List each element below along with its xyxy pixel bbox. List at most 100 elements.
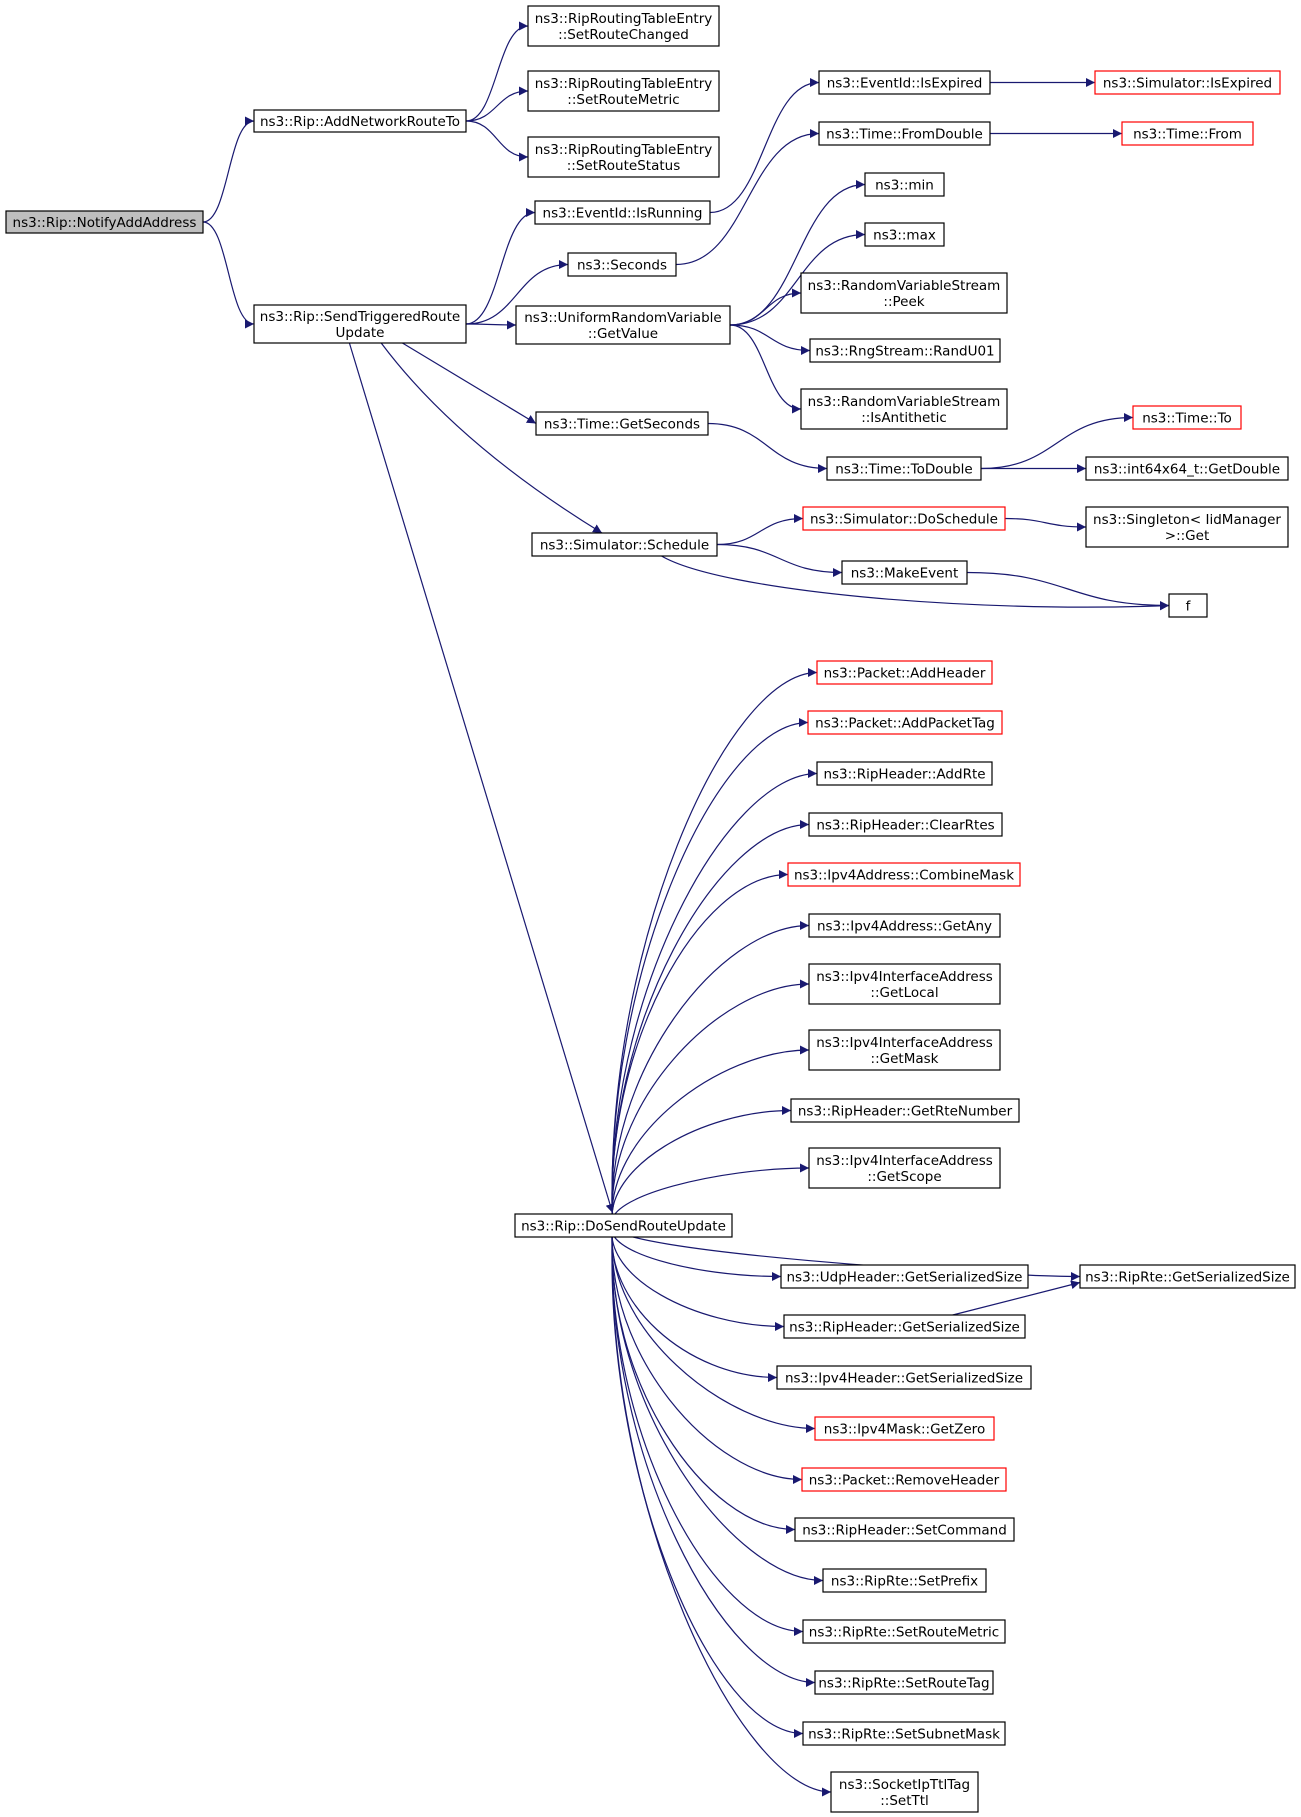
node-label: ::Peek	[883, 294, 924, 310]
edge-schedule-to-do-schedule	[716, 514, 804, 546]
node-label: ns3::RandomVariableStream	[808, 278, 1001, 294]
node-box	[253, 109, 467, 133]
edge-schedule-to-f	[661, 555, 1170, 611]
edge-is-running-to-is-expired	[709, 78, 820, 214]
node-box	[818, 70, 991, 95]
node-label: ns3::RipHeader::GetRteNumber	[798, 1104, 1013, 1120]
edge-do-send-to-set-route-tag	[611, 1225, 816, 1687]
node-label: ns3::Rip::SendTriggeredRoute	[260, 309, 460, 325]
node-add-header[interactable]: ns3::Packet::AddHeader	[816, 660, 993, 685]
node-label: ns3::Time::GetSeconds	[544, 417, 700, 433]
node-label: ns3::Simulator::IsExpired	[1103, 76, 1272, 92]
node-label: ns3::RipRte::SetPrefix	[831, 1574, 978, 1590]
node-max[interactable]: ns3::max	[864, 222, 945, 247]
node-box	[1094, 70, 1281, 95]
node-box	[5, 210, 204, 234]
node-get-value[interactable]: ns3::UniformRandomVariable::GetValue	[515, 305, 731, 345]
node-box	[794, 1517, 1015, 1542]
node-sim-is-expired[interactable]: ns3::Simulator::IsExpired	[1094, 70, 1281, 95]
node-get-rte-number[interactable]: ns3::RipHeader::GetRteNumber	[790, 1098, 1020, 1123]
node-set-prefix[interactable]: ns3::RipRte::SetPrefix	[822, 1568, 987, 1593]
node-box	[808, 913, 1001, 938]
node-min[interactable]: ns3::min	[864, 172, 945, 197]
node-get-any[interactable]: ns3::Ipv4Address::GetAny	[808, 913, 1001, 938]
edge-do-send-to-set-ttl	[611, 1225, 832, 1797]
node-rip-header-size[interactable]: ns3::RipHeader::GetSerializedSize	[783, 1314, 1026, 1339]
node-label: ns3::Time::To	[1142, 411, 1232, 427]
node-rand-u01[interactable]: ns3::RngStream::RandU01	[809, 338, 1001, 363]
node-ipv4-header-size[interactable]: ns3::Ipv4Header::GetSerializedSize	[776, 1365, 1032, 1390]
node-label: ns3::int64x64_t::GetDouble	[1094, 462, 1280, 478]
node-label: ns3::Packet::AddHeader	[824, 666, 986, 682]
node-schedule[interactable]: ns3::Simulator::Schedule	[531, 532, 718, 557]
node-peek[interactable]: ns3::RandomVariableStream::Peek	[800, 272, 1008, 314]
node-remove-header[interactable]: ns3::Packet::RemoveHeader	[801, 1467, 1007, 1492]
node-make-event[interactable]: ns3::MakeEvent	[841, 560, 968, 585]
node-get-mask[interactable]: ns3::Ipv4InterfaceAddress::GetMask	[808, 1029, 1001, 1071]
node-is-expired[interactable]: ns3::EventId::IsExpired	[818, 70, 991, 95]
node-do-send[interactable]: ns3::Rip::DoSendRouteUpdate	[514, 1213, 733, 1238]
edge-do-send-to-set-prefix	[611, 1225, 824, 1585]
node-label: ns3::Ipv4Mask::GetZero	[824, 1422, 985, 1438]
node-label: ns3::SocketIpTtlTag	[839, 1777, 970, 1793]
edge-do-send-to-add-packet-tag	[611, 718, 809, 1226]
edge-send-trig-to-seconds	[465, 260, 569, 325]
node-box	[1132, 405, 1242, 430]
node-add-rte[interactable]: ns3::RipHeader::AddRte	[816, 761, 993, 786]
node-set-command[interactable]: ns3::RipHeader::SetCommand	[794, 1517, 1015, 1542]
node-label: ns3::EventId::IsRunning	[543, 206, 703, 222]
node-time-to[interactable]: ns3::Time::To	[1132, 405, 1242, 430]
edge-root-to-send-trig	[202, 221, 255, 329]
node-clear-rtes[interactable]: ns3::RipHeader::ClearRtes	[808, 812, 1003, 837]
edge-root-to-add-net-route	[202, 116, 255, 223]
node-set-route-tag[interactable]: ns3::RipRte::SetRouteTag	[814, 1670, 994, 1695]
node-set-route-metric-e[interactable]: ns3::RipRoutingTableEntry::SetRouteMetri…	[527, 70, 720, 112]
node-box	[527, 5, 720, 47]
node-set-route-changed[interactable]: ns3::RipRoutingTableEntry::SetRouteChang…	[527, 5, 720, 47]
node-box	[816, 761, 993, 786]
node-from-double[interactable]: ns3::Time::FromDouble	[818, 121, 991, 146]
node-label: ns3::Singleton< IidManager	[1093, 512, 1281, 528]
node-box	[531, 532, 718, 557]
edge-send-trig-to-is-running	[465, 208, 536, 325]
edge-get-value-to-max	[729, 230, 866, 326]
node-udp-size[interactable]: ns3::UdpHeader::GetSerializedSize	[780, 1264, 1029, 1289]
node-add-packet-tag[interactable]: ns3::Packet::AddPacketTag	[807, 710, 1003, 735]
node-label: ::IsAntithetic	[861, 410, 947, 426]
node-label: ::GetValue	[588, 326, 658, 342]
node-get-scope[interactable]: ns3::Ipv4InterfaceAddress::GetScope	[808, 1147, 1001, 1189]
node-box	[780, 1264, 1029, 1289]
node-label: ns3::Seconds	[577, 258, 667, 274]
node-do-schedule[interactable]: ns3::Simulator::DoSchedule	[802, 506, 1006, 531]
node-seconds[interactable]: ns3::Seconds	[567, 252, 677, 277]
node-set-subnet-mask[interactable]: ns3::RipRte::SetSubnetMask	[802, 1721, 1006, 1746]
node-is-running[interactable]: ns3::EventId::IsRunning	[534, 200, 711, 225]
edge-do-send-to-rip-header-size	[611, 1225, 785, 1331]
node-set-ttl[interactable]: ns3::SocketIpTtlTag::SetTtl	[830, 1771, 979, 1813]
node-get-seconds[interactable]: ns3::Time::GetSeconds	[535, 411, 709, 436]
node-add-net-route[interactable]: ns3::Rip::AddNetworkRouteTo	[253, 109, 467, 133]
node-label: ns3::Ipv4InterfaceAddress	[816, 969, 993, 985]
edge-to-double-to-time-to	[980, 413, 1134, 470]
edge-make-event-to-f	[966, 571, 1170, 610]
node-combine-mask[interactable]: ns3::Ipv4Address::CombineMask	[787, 862, 1021, 887]
node-rte-set-route-metric[interactable]: ns3::RipRte::SetRouteMetric	[802, 1619, 1006, 1644]
node-singleton-get[interactable]: ns3::Singleton< IidManager>::Get	[1085, 506, 1289, 548]
node-is-antithetic[interactable]: ns3::RandomVariableStream::IsAntithetic	[800, 388, 1008, 430]
edge-do-send-to-combine-mask	[611, 870, 789, 1226]
node-rip-rte-size[interactable]: ns3::RipRte::GetSerializedSize	[1079, 1264, 1296, 1289]
node-box	[830, 1771, 979, 1813]
node-get-zero[interactable]: ns3::Ipv4Mask::GetZero	[814, 1416, 995, 1441]
node-label: >::Get	[1165, 528, 1209, 544]
node-set-route-status[interactable]: ns3::RipRoutingTableEntry::SetRouteStatu…	[527, 136, 720, 178]
node-get-local[interactable]: ns3::Ipv4InterfaceAddress::GetLocal	[808, 963, 1001, 1005]
node-time-from[interactable]: ns3::Time::From	[1121, 121, 1254, 146]
node-f[interactable]: f	[1168, 593, 1208, 618]
node-box	[515, 305, 731, 345]
node-get-double[interactable]: ns3::int64x64_t::GetDouble	[1085, 456, 1289, 481]
node-box	[816, 660, 993, 685]
node-to-double[interactable]: ns3::Time::ToDouble	[826, 456, 982, 481]
node-box	[807, 710, 1003, 735]
node-label: ns3::RngStream::RandU01	[815, 344, 994, 360]
